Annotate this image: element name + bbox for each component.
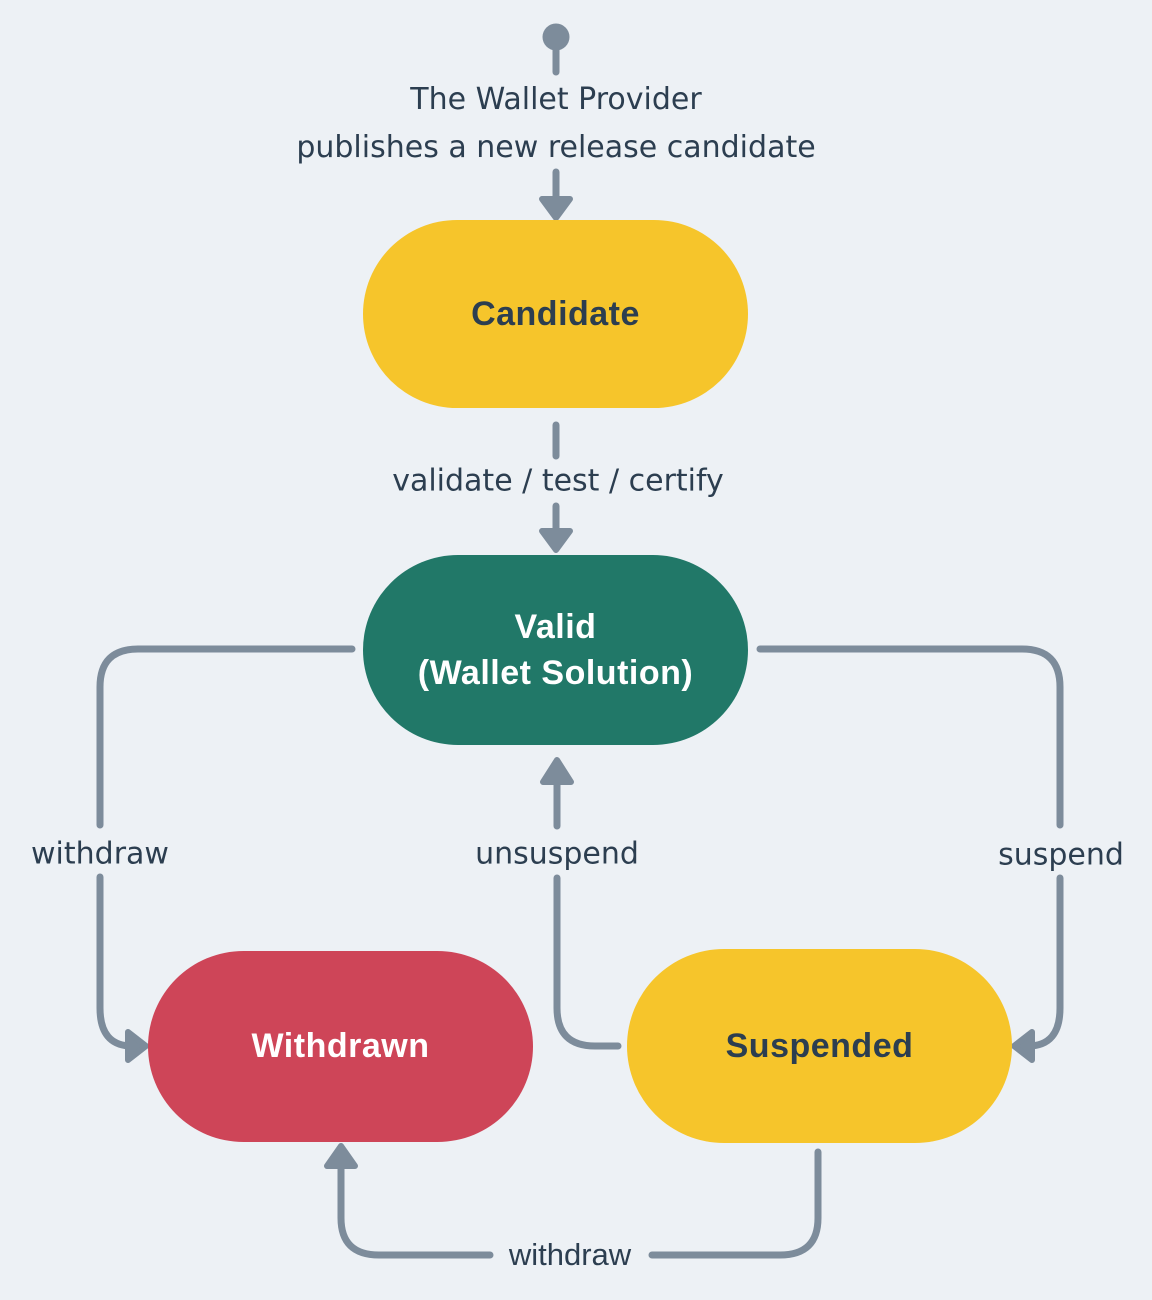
- edge-withdraw-left-arrowhead: [125, 1029, 149, 1063]
- edge-withdraw-left-line-top: [96, 645, 356, 829]
- edge-unsuspend-line-bottom: [553, 874, 622, 1050]
- start-node-pin: [542, 23, 570, 51]
- node-candidate-label: Candidate: [471, 294, 640, 333]
- edge-withdraw-bottom-arrowhead: [324, 1143, 358, 1169]
- node-candidate: Candidate: [363, 220, 748, 408]
- edge-label-suspend: suspend: [998, 837, 1124, 873]
- start-event-text: The Wallet Provider publishes a new rele…: [296, 76, 815, 172]
- node-valid-label: Valid (Wallet Solution): [418, 604, 693, 696]
- edge-label-withdraw-left: withdraw: [31, 836, 169, 872]
- start-event-line1: The Wallet Provider: [410, 82, 702, 117]
- node-suspended: Suspended: [627, 949, 1012, 1143]
- node-withdrawn: Withdrawn: [148, 951, 533, 1142]
- edge-suspend-line-top: [756, 645, 1064, 829]
- edge-start-candidate-arrowhead: [539, 196, 573, 221]
- edge-suspend-line-bottom: [1024, 874, 1064, 1050]
- edge-withdraw-bottom-line-right: [648, 1148, 822, 1259]
- edge-suspend-arrowhead: [1011, 1029, 1035, 1063]
- edge-withdraw-bottom-line-left: [337, 1162, 494, 1259]
- edge-withdraw-left-line-bottom: [96, 873, 136, 1050]
- start-event-line2: publishes a new release candidate: [296, 130, 816, 165]
- node-valid-line2: (Wallet Solution): [417, 654, 694, 692]
- edge-validate-arrowhead: [539, 528, 573, 553]
- node-suspended-label: Suspended: [725, 1026, 914, 1065]
- node-valid-line1: Valid: [514, 608, 597, 646]
- edge-label-unsuspend: unsuspend: [475, 836, 639, 872]
- node-valid: Valid (Wallet Solution): [363, 555, 748, 745]
- edge-label-withdraw-bottom: withdraw: [508, 1237, 632, 1272]
- node-withdrawn-label: Withdrawn: [251, 1027, 430, 1065]
- edge-label-validate: validate / test / certify: [392, 463, 724, 499]
- edge-unsuspend-arrowhead: [540, 757, 574, 785]
